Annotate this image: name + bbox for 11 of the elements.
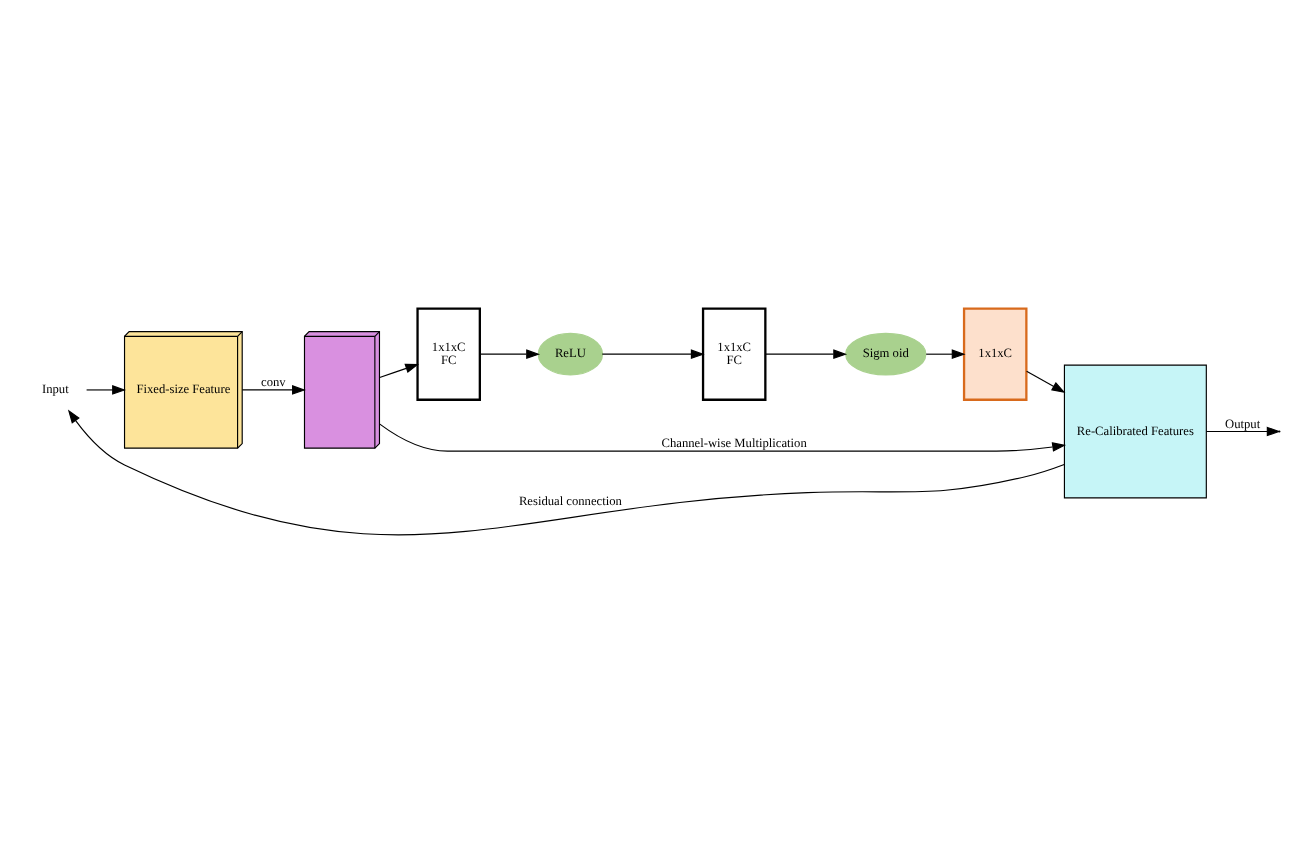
arrow (1205, 425, 1281, 436)
arrow (479, 348, 541, 359)
arrow (379, 362, 420, 377)
arrow (925, 348, 966, 359)
arrow (379, 422, 1067, 451)
arrow (765, 348, 848, 359)
arrow (86, 384, 126, 394)
arrow (601, 348, 705, 359)
arrow (241, 384, 306, 394)
arrow (1026, 369, 1066, 392)
arrow (67, 408, 1065, 535)
